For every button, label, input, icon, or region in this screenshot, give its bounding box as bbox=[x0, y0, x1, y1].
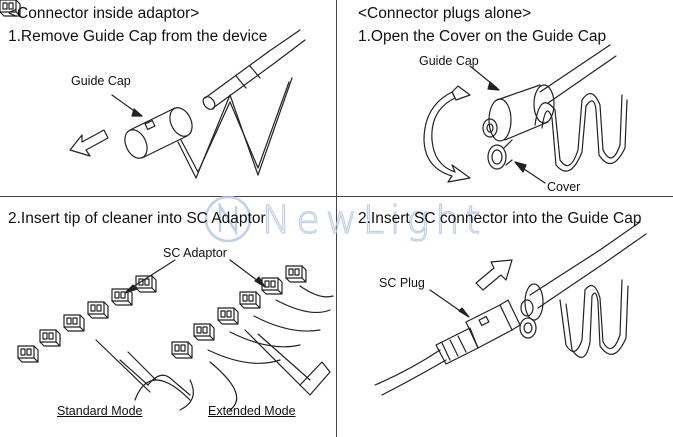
sc-adaptor-label: SC Adaptor bbox=[163, 246, 227, 260]
sc-plug-illustration bbox=[374, 221, 647, 396]
cover-label: Cover bbox=[547, 180, 581, 194]
sc-plug-label: SC Plug bbox=[379, 276, 425, 290]
insert-cleaner-step: 2.Insert tip of cleaner into SC Adaptor bbox=[8, 210, 266, 227]
open-cover-step: 1.Open the Cover on the Guide Cap bbox=[358, 28, 607, 45]
connector-inside-header: <Connector inside adaptor> bbox=[8, 5, 200, 22]
remove-guide-cap-step: 1.Remove Guide Cap from the device bbox=[8, 28, 268, 45]
watermark-text: NewLight bbox=[262, 198, 486, 242]
guide-cap-removal-illustration bbox=[69, 29, 306, 179]
sc-adaptor-illustration bbox=[0, 0, 334, 411]
vertical-divider bbox=[336, 0, 337, 437]
extended-mode-label: Extended Mode bbox=[208, 404, 296, 418]
watermark: NewLight bbox=[204, 195, 486, 243]
guide-cap-label-right: Guide Cap bbox=[419, 54, 479, 68]
open-cover-illustration bbox=[423, 44, 628, 184]
connector-alone-header: <Connector plugs alone> bbox=[358, 5, 532, 22]
standard-mode-label: Standard Mode bbox=[57, 404, 143, 418]
guide-cap-label: Guide Cap bbox=[71, 74, 131, 88]
insert-sc-connector-step: 2.Insert SC connector into the Guide Cap bbox=[358, 210, 642, 227]
